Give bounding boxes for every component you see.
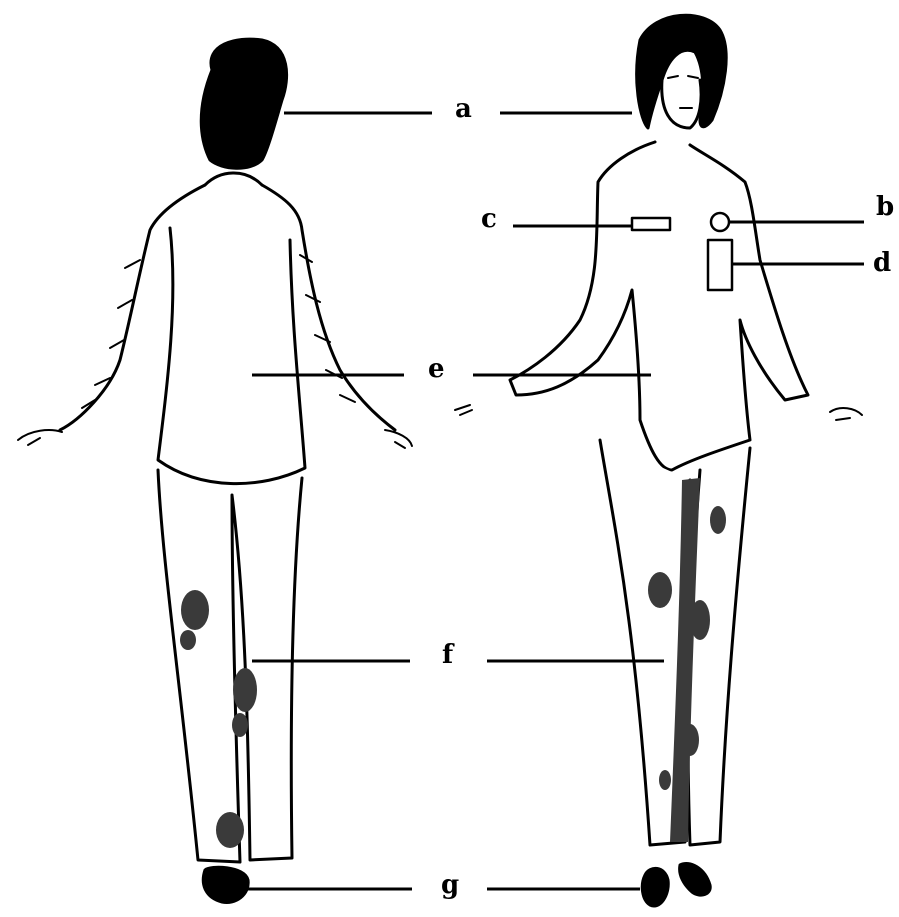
back-trousers: [158, 470, 302, 862]
back-view-figure: [18, 39, 412, 902]
back-hair: [201, 39, 286, 168]
label-f: f: [442, 642, 453, 668]
front-right-hand: [830, 408, 862, 420]
label-c: c: [481, 206, 497, 232]
leader-lines: [240, 113, 864, 889]
front-eyes: [668, 76, 698, 78]
back-jacket: [60, 185, 395, 484]
back-right-hand: [385, 430, 412, 448]
back-left-hand: [18, 430, 62, 445]
front-left-hand: [455, 405, 472, 415]
front-hair: [637, 15, 726, 128]
front-face: [662, 80, 701, 128]
back-shoes: [203, 867, 248, 902]
front-jacket: [510, 142, 808, 470]
label-e: e: [428, 356, 445, 382]
front-shoes: [642, 864, 710, 906]
label-g: g: [441, 872, 459, 898]
back-collar: [205, 173, 262, 185]
label-a: a: [455, 96, 472, 122]
front-view-figure: [455, 15, 862, 906]
label-d: d: [873, 250, 891, 276]
label-b: b: [876, 194, 894, 220]
